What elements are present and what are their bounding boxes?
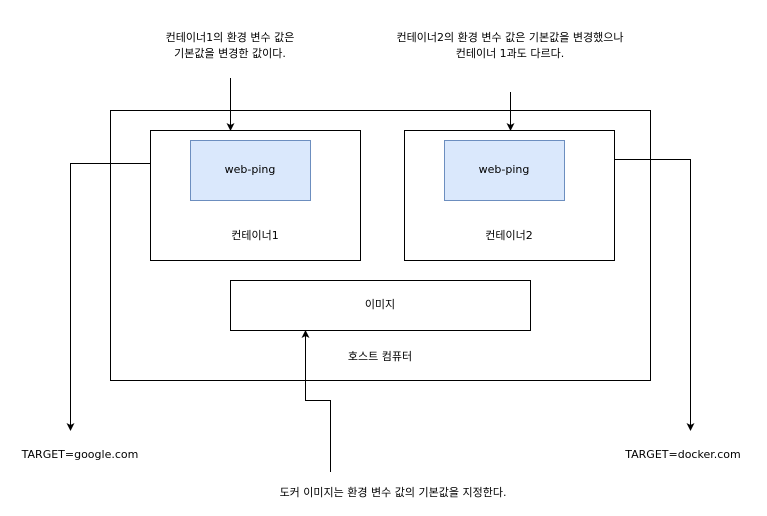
annotation-top-left: 컨테이너1의 환경 변수 값은 기본값을 변경한 값이다. [166,30,295,62]
container-1-label: 컨테이너1 [231,229,279,242]
annotation-bottom: 도커 이미지는 환경 변수 값의 기본값을 지정한다. [279,486,507,499]
annotation-top-right-line-1: 컨테이너2의 환경 변수 값은 기본값을 변경했으나 [396,31,624,44]
image-label: 이미지 [364,298,396,311]
annotation-top-right-line-2: 컨테이너 1과도 다르다. [455,47,565,60]
target-right-label: TARGET=docker.com [625,448,741,461]
target-left-label: TARGET=google.com [21,448,139,461]
web-ping-2-label: web-ping [478,163,530,176]
web-ping-2-box [444,140,565,201]
web-ping-1-box [190,140,311,201]
arrow-target-left [66,163,150,431]
image-box [230,280,531,331]
host-computer-label: 호스트 컴퓨터 [347,350,413,363]
annotation-top-right: 컨테이너2의 환경 변수 값은 기본값을 변경했으나 컨테이너 1과도 다르다. [397,30,624,62]
arrow-bottom-to-image [301,330,331,472]
container-2-label: 컨테이너2 [485,229,533,242]
web-ping-1-label: web-ping [224,163,276,176]
annotation-top-left-line-1: 컨테이너1의 환경 변수 값은 [165,31,295,44]
arrow-target-right [614,159,695,431]
annotation-top-left-line-2: 기본값을 변경한 값이다. [174,47,286,60]
